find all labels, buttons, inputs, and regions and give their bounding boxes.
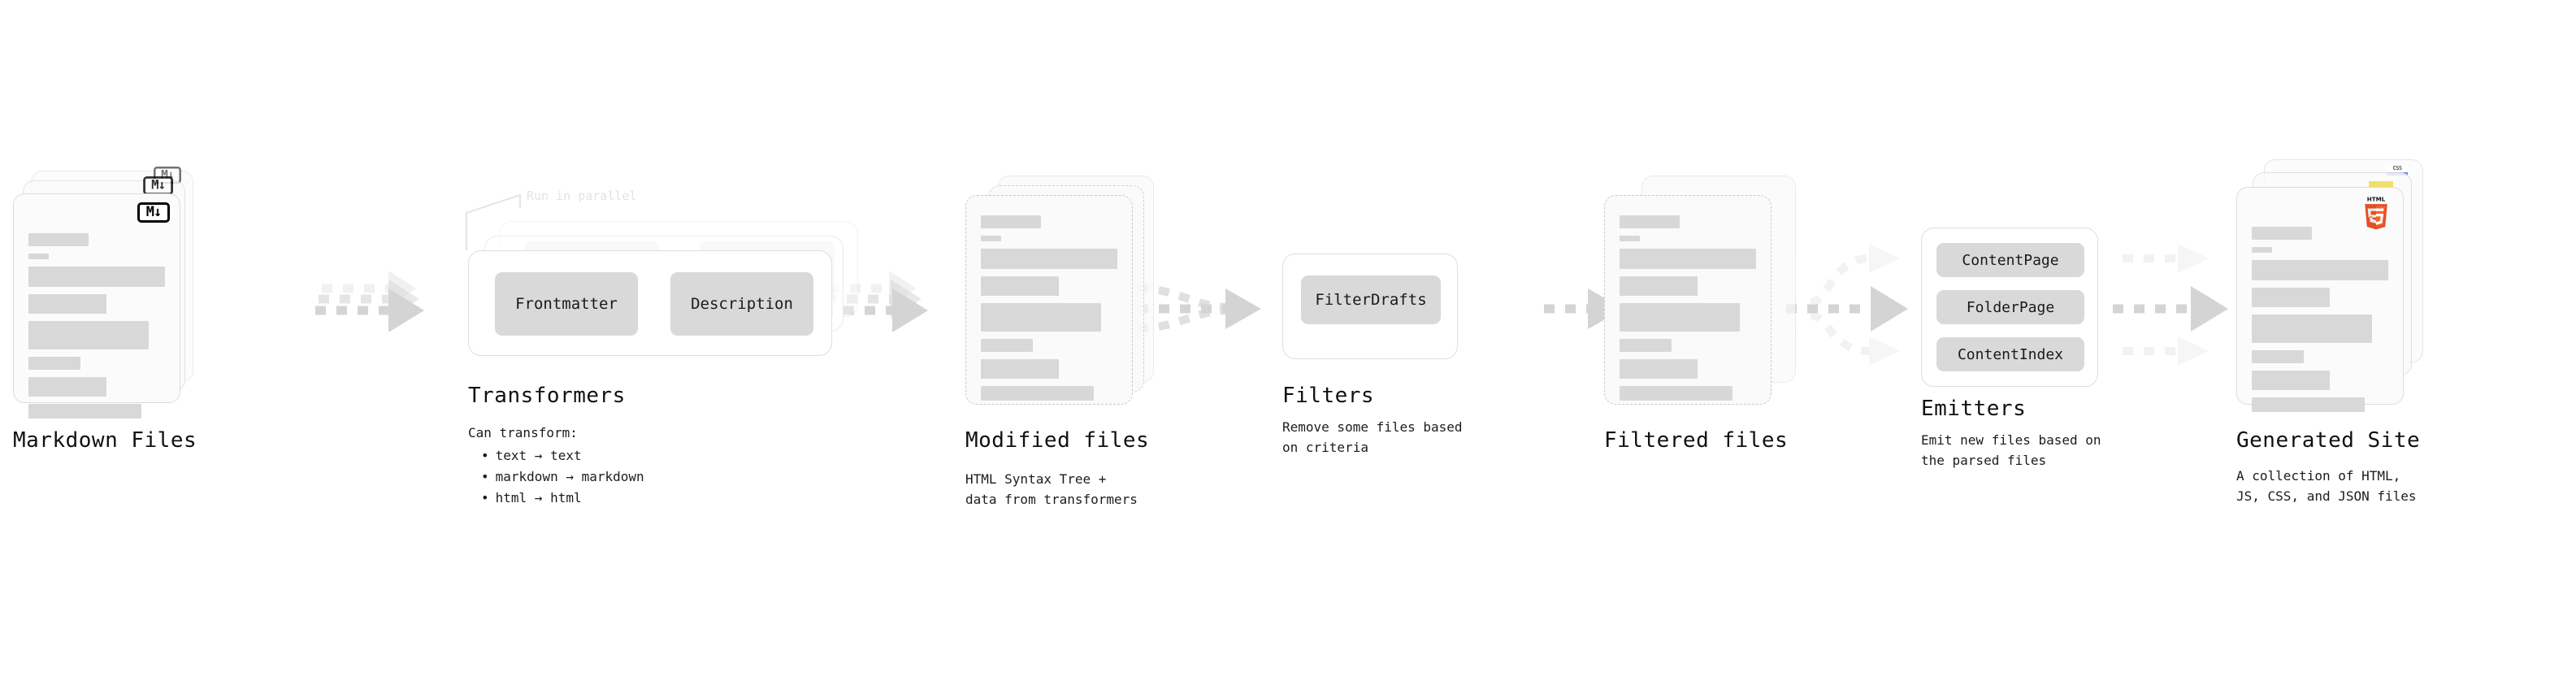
stage-title-filters: Filters (1282, 384, 1375, 408)
content-bar (2252, 260, 2388, 280)
content-bar (1620, 215, 1680, 228)
content-bar (981, 236, 1002, 241)
emitter-pill-folderpage[interactable]: FolderPage (1936, 290, 2084, 324)
doc-content-lines (28, 233, 165, 426)
content-bar (1620, 339, 1672, 352)
content-bar (2252, 314, 2372, 343)
content-bar (28, 267, 165, 287)
emitter-pill-contentpage[interactable]: ContentPage (1936, 243, 2084, 277)
transformers-capabilities: Can transform: text → text markdown → ma… (468, 423, 644, 509)
transform-bullet: html → html (481, 488, 644, 509)
filters-card[interactable]: FilterDrafts (1282, 254, 1458, 359)
content-bar (2252, 288, 2330, 307)
stage-title-emitters: Emitters (1921, 397, 2027, 421)
filtered-doc-front[interactable] (1604, 195, 1772, 405)
content-bar (1620, 249, 1756, 269)
content-bar (2252, 247, 2273, 253)
generated-doc-html[interactable]: HTML (2236, 187, 2404, 412)
doc-content-lines (981, 215, 1117, 408)
svg-text:HTML: HTML (2367, 196, 2386, 203)
stage-title-generated-site: Generated Site (2236, 428, 2421, 453)
arrow-modified-to-filters (1137, 284, 1261, 332)
markdown-badge-mid: M↓ (143, 176, 173, 195)
emitters-card[interactable]: ContentPage FolderPage ContentIndex (1921, 228, 2098, 387)
content-bar (1620, 359, 1698, 379)
stage-subtitle-generated-site: A collection of HTML, JS, CSS, and JSON … (2236, 468, 2417, 504)
stage-title-transformers: Transformers (468, 384, 626, 408)
content-bar (981, 249, 1117, 269)
stage-title-modified-files: Modified files (965, 428, 1150, 453)
content-bar (1620, 236, 1641, 241)
stage-subtitle-filters: Remove some files based on criteria (1282, 419, 1463, 455)
stage-title-filtered-files: Filtered files (1604, 428, 1789, 453)
content-bar (981, 339, 1033, 352)
markdown-doc-front[interactable]: M↓ (13, 193, 180, 419)
content-bar (2252, 397, 2366, 412)
transform-bullet: markdown → markdown (481, 466, 644, 488)
arrow-markdown-to-transformers (315, 271, 424, 332)
arrow-filtered-to-emitters (1786, 244, 1908, 366)
content-bar (28, 357, 80, 370)
content-bar (981, 276, 1059, 296)
filter-pill-filterdrafts[interactable]: FilterDrafts (1301, 275, 1441, 324)
doc-content-lines (2252, 227, 2388, 419)
stage-subtitle-modified-files: HTML Syntax Tree + data from transformer… (965, 471, 1138, 507)
run-in-parallel-label: Run in parallel (527, 189, 637, 203)
content-bar (981, 215, 1041, 228)
content-bar (28, 404, 142, 419)
markdown-badge-front: M↓ (137, 202, 170, 223)
content-bar (1620, 386, 1733, 401)
arrow-emitters-to-site (2113, 244, 2228, 366)
content-bar (28, 377, 106, 397)
content-bar (28, 233, 89, 246)
modified-doc-front[interactable] (965, 195, 1133, 405)
content-bar (2252, 227, 2312, 240)
content-bar (28, 254, 50, 259)
content-bar (28, 321, 149, 349)
transformer-pill-frontmatter[interactable]: Frontmatter (495, 272, 638, 336)
transform-bullet: text → text (481, 445, 644, 466)
content-bar (981, 303, 1101, 332)
content-bar (981, 359, 1059, 379)
content-bar (28, 294, 106, 314)
content-bar (981, 386, 1095, 401)
content-bar (1620, 276, 1698, 296)
content-bar (1620, 303, 1740, 332)
content-bar (2252, 350, 2304, 363)
transformers-capabilities-lead: Can transform: (468, 425, 578, 440)
stage-subtitle-emitters: Emit new files based on the parsed files (1921, 432, 2101, 468)
emitter-pill-contentindex[interactable]: ContentIndex (1936, 337, 2084, 371)
html5-badge: HTML (2361, 196, 2392, 232)
content-bar (2252, 371, 2330, 390)
transformer-card-front[interactable]: Frontmatter Description (468, 250, 832, 356)
doc-content-lines (1620, 215, 1756, 408)
stage-title-markdown-files: Markdown Files (13, 428, 197, 453)
transformer-pill-description[interactable]: Description (670, 272, 813, 336)
